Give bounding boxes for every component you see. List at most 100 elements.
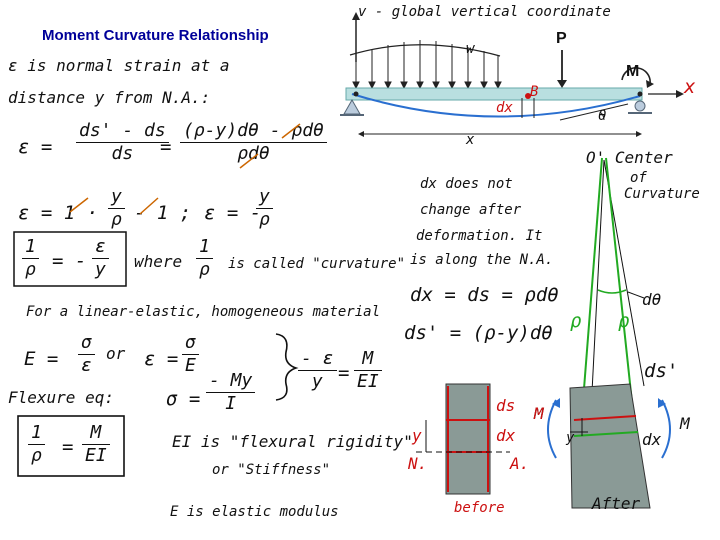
after-m-left: M: [534, 404, 544, 423]
eq2b-numerator: y: [256, 186, 273, 209]
moment-arc: [621, 67, 651, 85]
eq2-denominator: ρ: [111, 209, 122, 230]
eq3-fraction-2: ε y: [92, 236, 109, 281]
eq2b-lhs: ε = -: [204, 202, 262, 224]
eq4-numerator-2: σ: [182, 332, 199, 355]
center-label-1: O' Center: [586, 148, 673, 167]
eq2-numerator: y: [108, 186, 125, 209]
page-title: Moment Curvature Relationship: [42, 27, 269, 44]
before-block: [445, 383, 491, 495]
after-label: After: [592, 494, 641, 513]
eq1-numerator-2: (ρ-y)dθ - ρdθ: [180, 120, 327, 143]
eq2b-fraction: y ρ: [256, 186, 273, 231]
eq3-fraction: 1 ρ: [22, 236, 39, 281]
flexure-denominator: I: [225, 393, 237, 414]
deflection-curve: [351, 93, 641, 118]
flexure-equals: =: [338, 362, 350, 384]
center-label-3: Curvature: [624, 186, 700, 202]
ei-note-2: or "Stiffness": [212, 462, 331, 478]
m-label: M: [626, 63, 640, 80]
p-label: P: [556, 30, 567, 47]
epsilon-definition-1: ε is normal strain at a: [8, 56, 230, 75]
v-coordinate-note: v - global vertical coordinate: [358, 4, 611, 20]
theta-label: θ: [598, 108, 607, 124]
result-equals: =: [62, 436, 74, 458]
eq2-lhs: ε = 1 ·: [18, 202, 99, 224]
before-y-label: y: [412, 426, 422, 445]
dx-note-3: deformation. It: [416, 228, 543, 244]
eq2b-denominator: ρ: [259, 209, 270, 230]
eq3-equals: = -: [52, 250, 87, 272]
material-note: For a linear-elastic, homogeneous materi…: [26, 304, 381, 320]
eq3-numerator-2: ε: [92, 236, 109, 259]
eq1-denominator: ds: [111, 143, 134, 164]
eq3-where: where: [134, 252, 183, 271]
flexure-fraction-3: M EI: [354, 348, 382, 393]
epsilon-definition-2: distance y from N.A.:: [8, 88, 211, 107]
b-label: B: [530, 84, 539, 100]
rho-right-label: ρ: [618, 310, 630, 332]
flexure-denominator-3: EI: [357, 371, 379, 392]
after-m-right: M: [680, 414, 690, 433]
eq1-fraction-2: (ρ-y)dθ - ρdθ ρdθ: [180, 120, 327, 165]
ei-note-1: EI is "flexural rigidity": [172, 432, 413, 451]
result-denominator-2: EI: [85, 445, 107, 466]
beam-dx-label: dx: [496, 100, 513, 116]
eq3-numerator: 1: [22, 236, 39, 259]
eq1-fraction: ds' - ds ds: [76, 120, 169, 165]
after-block: [569, 383, 651, 509]
eq3-fraction-3: 1 ρ: [196, 236, 213, 281]
x-dim-label: x: [466, 132, 475, 148]
eq4-denominator-2: E: [185, 355, 196, 376]
flexure-label: Flexure eq:: [8, 388, 114, 407]
ds-prime-equation: ds' = (ρ-y)dθ: [404, 322, 553, 344]
flexure-numerator-2: - ε: [298, 348, 337, 371]
w-label: w: [466, 41, 475, 57]
roller-support: [634, 100, 646, 112]
dx-equation: dx = ds = ρdθ: [410, 284, 559, 306]
flexure-numerator: - My: [206, 370, 256, 393]
eq2-fraction: y ρ: [108, 186, 125, 231]
result-denominator: ρ: [31, 445, 42, 466]
flexure-fraction-2: - ε y: [298, 348, 337, 393]
flexure-numerator-3: M: [354, 348, 382, 371]
after-dx-label: dx: [642, 430, 662, 449]
before-m-label: M: [534, 404, 544, 423]
before-dx-label: dx: [496, 426, 516, 445]
eq4-or: or: [106, 344, 126, 363]
flexure-sigma: σ =: [166, 388, 201, 410]
result-fraction-2: M EI: [82, 422, 110, 467]
before-na-left: N.: [408, 454, 428, 473]
flexure-denominator-2: y: [311, 371, 323, 392]
point-b: [525, 93, 531, 99]
result-numerator: 1: [28, 422, 45, 445]
before-label: before: [454, 500, 505, 516]
dx-note-4: is along the N.A.: [410, 252, 554, 268]
eq1-equals: =: [160, 136, 172, 158]
eq4-fraction: σ ε: [78, 332, 95, 377]
ds-prime-label: ds': [644, 360, 679, 382]
eq4-numerator: σ: [78, 332, 95, 355]
eq3-called-curvature: is called "curvature": [228, 256, 406, 272]
eq3-denominator-2: y: [95, 259, 106, 280]
eq4-lhs: E =: [24, 348, 59, 370]
distributed-load: [349, 40, 502, 90]
eq1-denominator-2: ρdθ: [237, 143, 270, 164]
rho-left-label: ρ: [570, 310, 582, 332]
flexure-fraction: - My I: [206, 370, 256, 415]
before-ds-label: ds: [496, 396, 516, 415]
eq4-lhs-2: ε =: [144, 348, 179, 370]
dx-note-2: change after: [420, 202, 522, 218]
eq4-denominator: ε: [81, 355, 92, 376]
before-na-right: A.: [510, 454, 530, 473]
eq3-denominator: ρ: [25, 259, 36, 280]
elastic-modulus-note: E is elastic modulus: [170, 504, 339, 520]
dtheta-label: dθ: [642, 290, 662, 309]
result-numerator-2: M: [82, 422, 110, 445]
